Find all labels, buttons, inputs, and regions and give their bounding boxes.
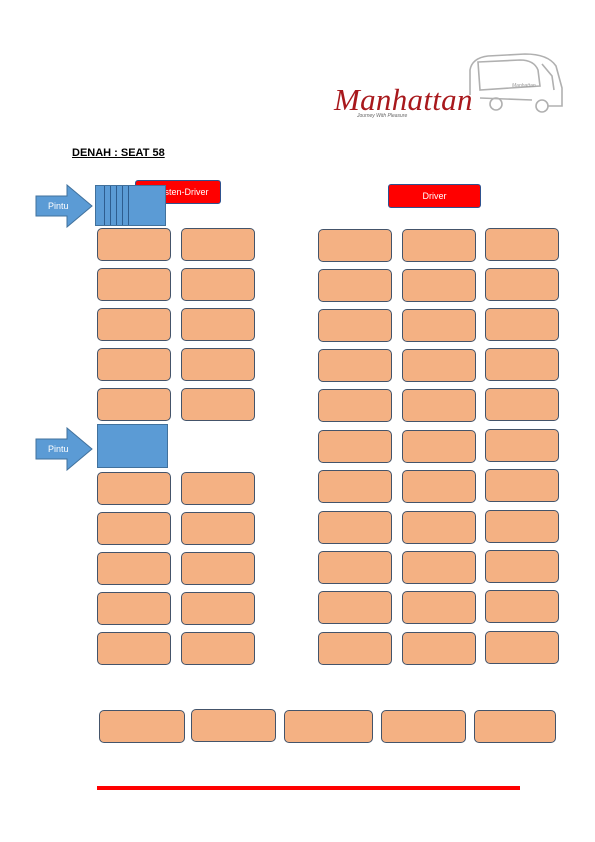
logo-tagline: Journey With Pleasure (357, 113, 408, 119)
seat (97, 308, 171, 341)
seat (97, 512, 171, 545)
right-arrow-icon (35, 427, 93, 471)
seat (181, 308, 255, 341)
seat (485, 228, 559, 261)
seat (402, 309, 476, 342)
seat (485, 388, 559, 421)
seat (181, 388, 255, 421)
seat (181, 472, 255, 505)
seat (381, 710, 466, 743)
seat (485, 550, 559, 583)
seat (97, 592, 171, 625)
seat (97, 552, 171, 585)
seat (485, 631, 559, 664)
seat (318, 349, 392, 382)
seat (402, 632, 476, 665)
page-title: DENAH : SEAT 58 (72, 147, 165, 159)
seat (485, 348, 559, 381)
seat (318, 269, 392, 302)
seat (99, 710, 185, 743)
seat (402, 551, 476, 584)
seat (284, 710, 373, 743)
seat (181, 632, 255, 665)
seat (402, 470, 476, 503)
seat (402, 389, 476, 422)
seat (485, 590, 559, 623)
seat (318, 551, 392, 584)
seat (402, 349, 476, 382)
seat (97, 228, 171, 261)
seat (181, 552, 255, 585)
seat (318, 229, 392, 262)
seat (318, 309, 392, 342)
seat (97, 472, 171, 505)
seat (402, 591, 476, 624)
seat (318, 470, 392, 503)
logo-wordmark: Manhattan (334, 82, 473, 117)
seat (181, 348, 255, 381)
right-arrow-icon (35, 184, 93, 228)
seat (191, 709, 276, 742)
seat (485, 469, 559, 502)
seat (181, 512, 255, 545)
seat (97, 632, 171, 665)
seat (181, 268, 255, 301)
door-steps (97, 424, 168, 468)
seat (97, 388, 171, 421)
seat (485, 429, 559, 462)
seat (485, 510, 559, 543)
seat (318, 632, 392, 665)
seat (318, 591, 392, 624)
bus-logo-icon (469, 53, 563, 113)
seat (318, 511, 392, 544)
seat (181, 228, 255, 261)
seat (181, 592, 255, 625)
seat (402, 269, 476, 302)
door-label: Pintu (48, 444, 69, 454)
seat (318, 389, 392, 422)
seat (97, 268, 171, 301)
door-steps (95, 185, 166, 226)
seat (474, 710, 556, 743)
seat (318, 430, 392, 463)
seat (402, 229, 476, 262)
seat (485, 308, 559, 341)
driver-box: Driver (388, 184, 481, 208)
door-label: Pintu (48, 201, 69, 211)
footer-rule (97, 786, 520, 790)
logo-bus-mark: Manhattan (512, 83, 536, 89)
seat (402, 430, 476, 463)
seat (485, 268, 559, 301)
seat (402, 511, 476, 544)
seat (97, 348, 171, 381)
